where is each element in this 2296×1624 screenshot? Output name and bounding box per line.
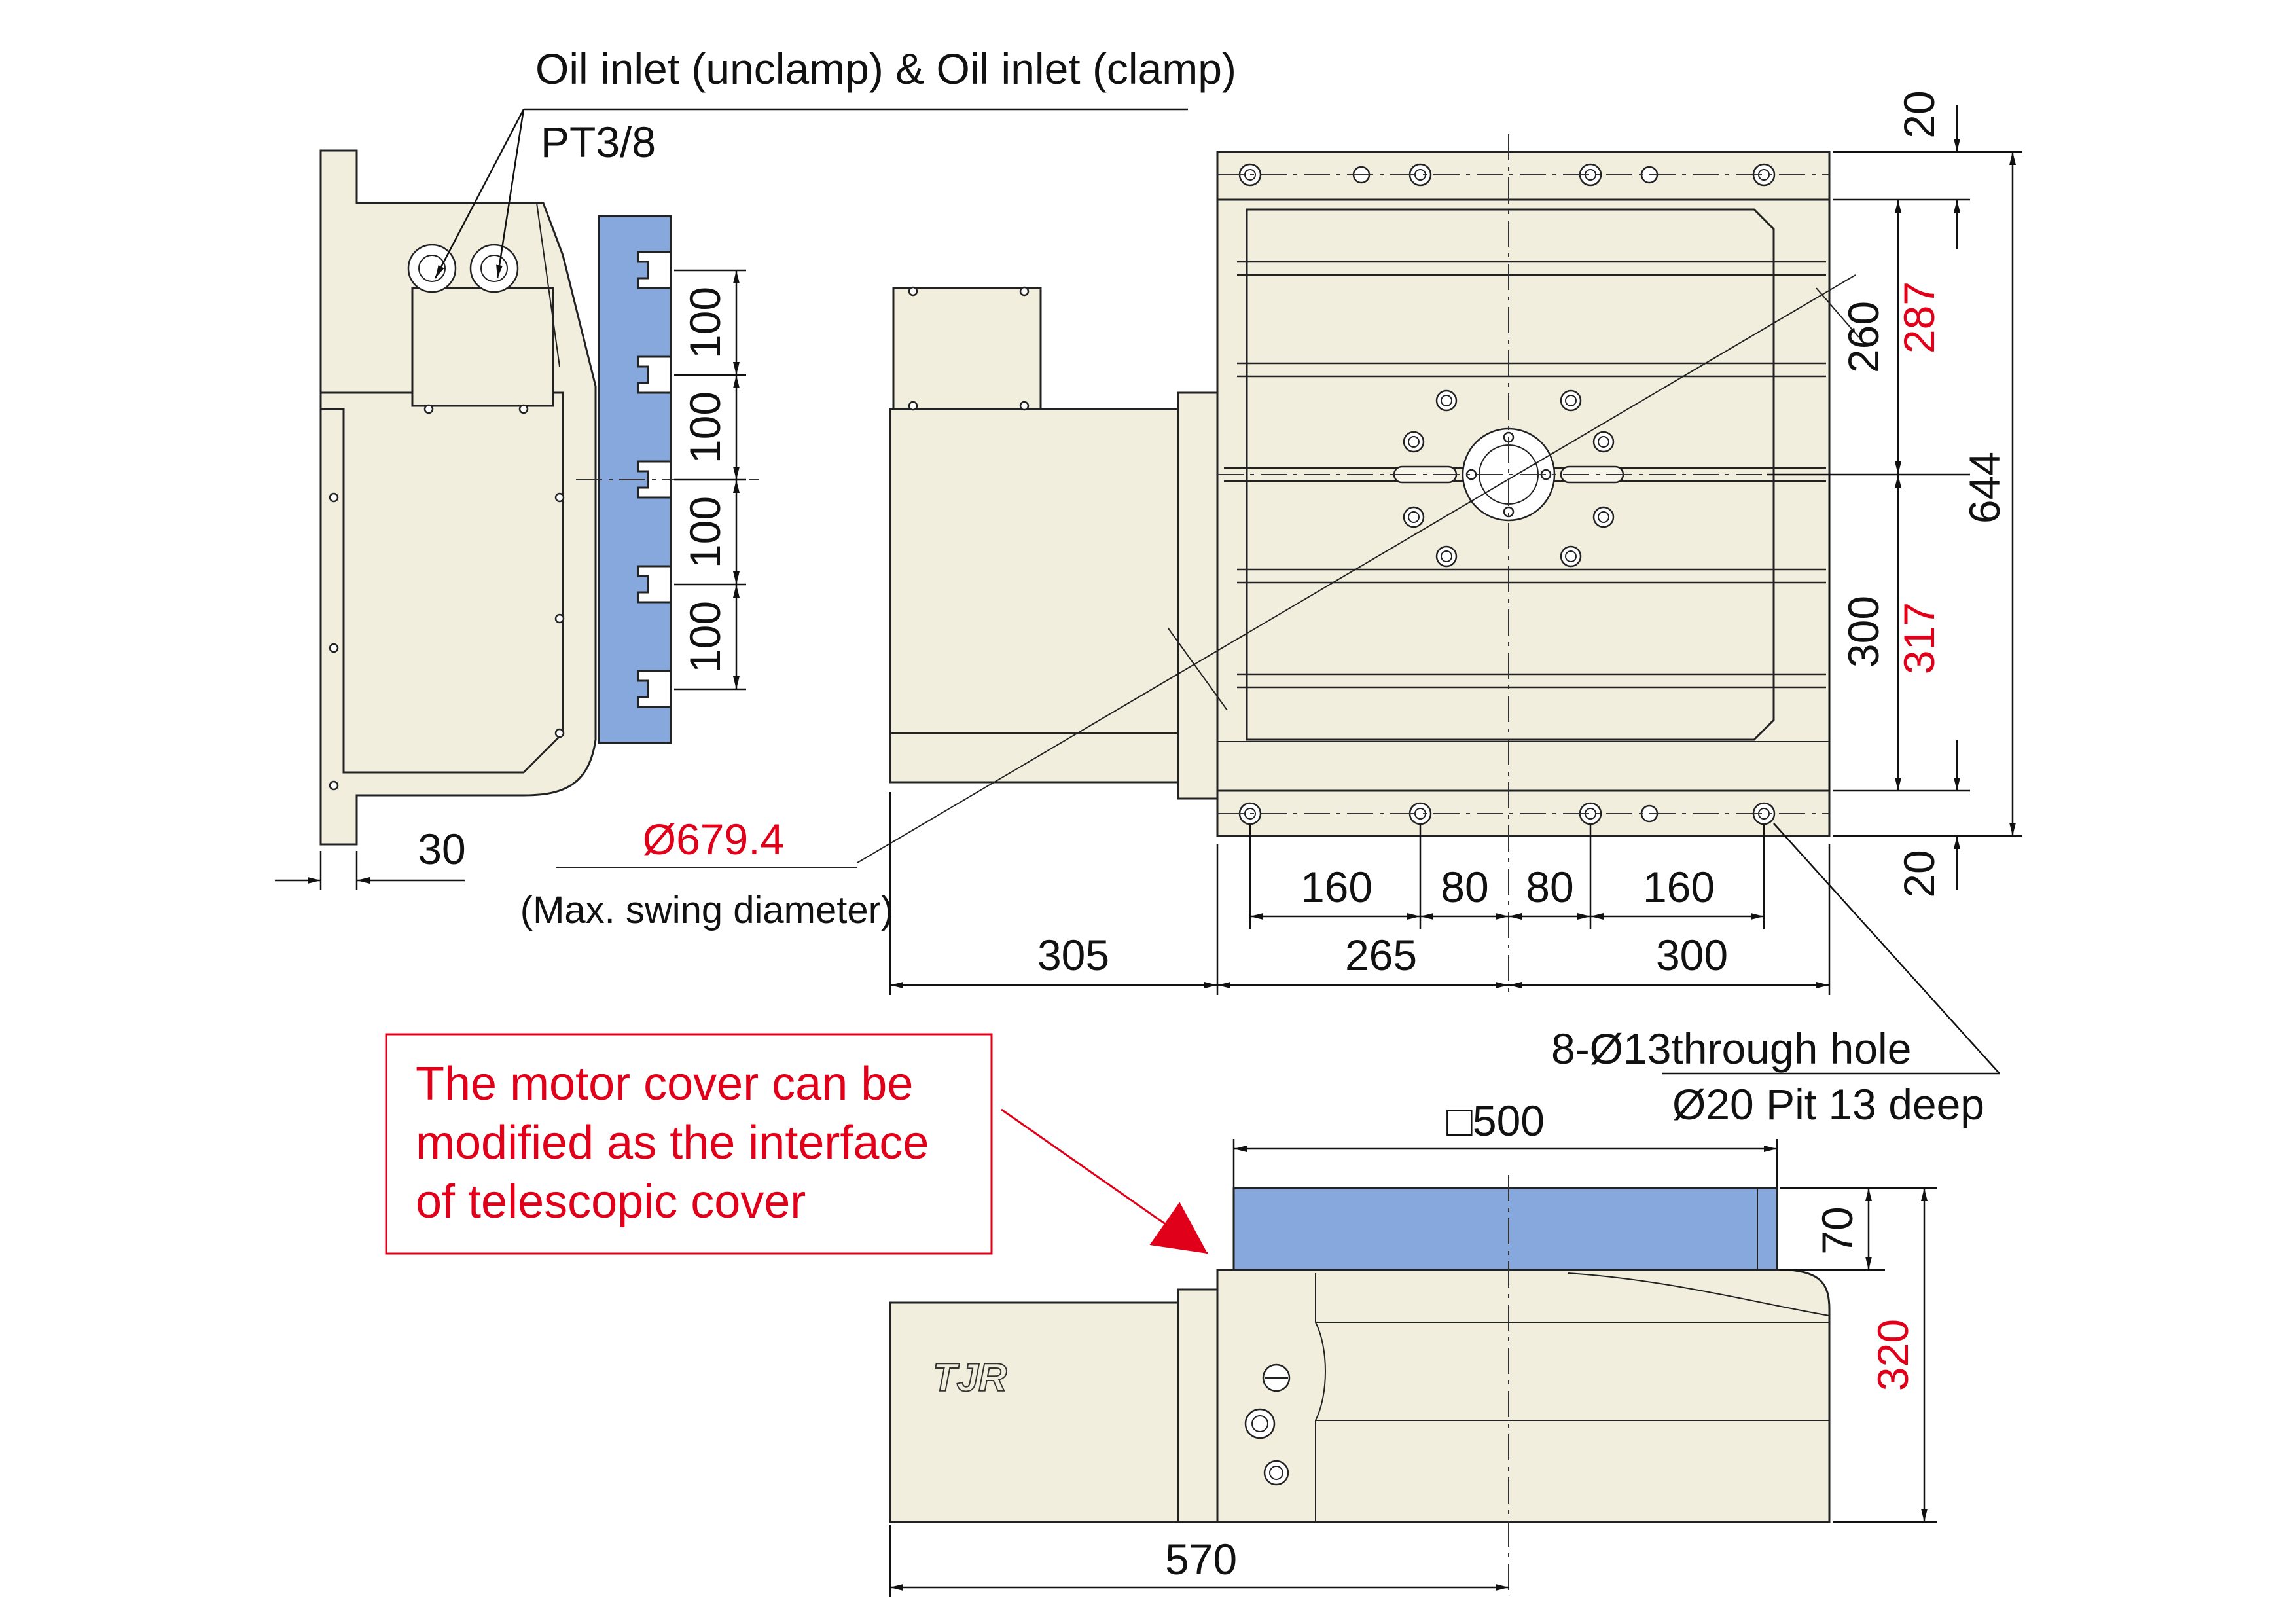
holes-label-line2: Ø20 Pit 13 deep	[1672, 1080, 1984, 1128]
holes-label-line1: 8-Ø13through hole	[1551, 1024, 1911, 1073]
dim-top-gap: 20	[1895, 90, 1943, 138]
dim-bottom-gap: 20	[1895, 850, 1943, 897]
oil-inlet-callout: Oil inlet (unclamp) & Oil inlet (clamp) …	[434, 45, 1236, 279]
dim-slot-pitch-3: 100	[681, 496, 729, 568]
dim-slot-pitch-1: 100	[681, 287, 729, 359]
note-line-3: of telescopic cover	[416, 1176, 806, 1228]
note-line-1: The motor cover can be	[416, 1058, 913, 1110]
dim-slot-pitch-2: 100	[681, 391, 729, 463]
plan-view-motor-cap	[892, 287, 1042, 410]
dim-hole-spacing-4: 160	[1643, 863, 1715, 911]
plan-view-coupling	[1177, 391, 1219, 800]
dim-diag: 260	[1839, 301, 1888, 373]
oil-port-unclamp	[407, 244, 457, 293]
dim-base-length: 570	[1165, 1535, 1237, 1583]
plan-view-motor-cover	[889, 408, 1179, 784]
plan-view-bolt-circle	[1403, 389, 1615, 568]
brand-logo: TJR	[933, 1356, 1007, 1399]
front-view-fitting-low	[1263, 1460, 1289, 1486]
dim-right-half: 300	[1656, 931, 1728, 979]
dim-slot-pitch-4: 100	[681, 601, 729, 673]
plan-view	[857, 134, 1950, 995]
front-view: □500 TJR 70 320 570	[889, 1096, 1937, 1597]
dim-overall-height: 320	[1869, 1319, 1917, 1391]
swing-diameter-label: Ø679.4	[643, 815, 785, 863]
side-view	[319, 149, 759, 846]
note-arrow	[1001, 1108, 1208, 1255]
side-view-t-slots	[637, 251, 672, 708]
oil-inlet-label: Oil inlet (unclamp) & Oil inlet (clamp)	[535, 45, 1236, 93]
note-box	[385, 1033, 993, 1255]
dim-lower-inner: 300	[1839, 596, 1888, 668]
oil-port-clamp	[469, 244, 519, 293]
front-view-fitting-mid	[1244, 1408, 1276, 1439]
dim-motor-length: 305	[1037, 931, 1109, 979]
front-view-table	[1232, 1187, 1778, 1271]
dim-flange: 30	[418, 825, 465, 873]
table-size-label: □500	[1446, 1096, 1545, 1145]
note-line-2: modified as the interface	[416, 1117, 929, 1169]
dim-hole-spacing-1: 160	[1300, 863, 1372, 911]
dim-hole-spacing-3: 80	[1526, 863, 1573, 911]
dim-total: 644	[1960, 452, 2009, 524]
dim-table-thickness: 70	[1813, 1206, 1861, 1254]
side-view-panel	[321, 391, 564, 774]
front-view-motor-cover	[889, 1301, 1179, 1523]
swing-diameter-caption: (Max. swing diameter)	[520, 889, 893, 931]
side-view-valve-block	[411, 287, 554, 407]
dim-left-half: 265	[1345, 931, 1417, 979]
holes-callout: 8-Ø13through hole Ø20 Pit 13 deep	[1551, 823, 2000, 1128]
side-view-dimensions: 100 100 100 100 30	[275, 269, 746, 890]
plan-view-dimensions: 20 287 317 260 300 644 20 160 80 80 160	[889, 90, 2022, 995]
front-view-coupling	[1177, 1288, 1219, 1523]
pt-thread-label: PT3/8	[541, 118, 656, 166]
swing-diameter-callout: Ø679.4 (Max. swing diameter)	[520, 815, 893, 931]
dim-upper: 287	[1895, 281, 1943, 353]
dim-lower: 317	[1895, 602, 1943, 674]
motor-cover-note: The motor cover can be modified as the i…	[385, 1033, 1208, 1255]
dim-hole-spacing-2: 80	[1441, 863, 1488, 911]
front-view-base	[1216, 1269, 1831, 1523]
